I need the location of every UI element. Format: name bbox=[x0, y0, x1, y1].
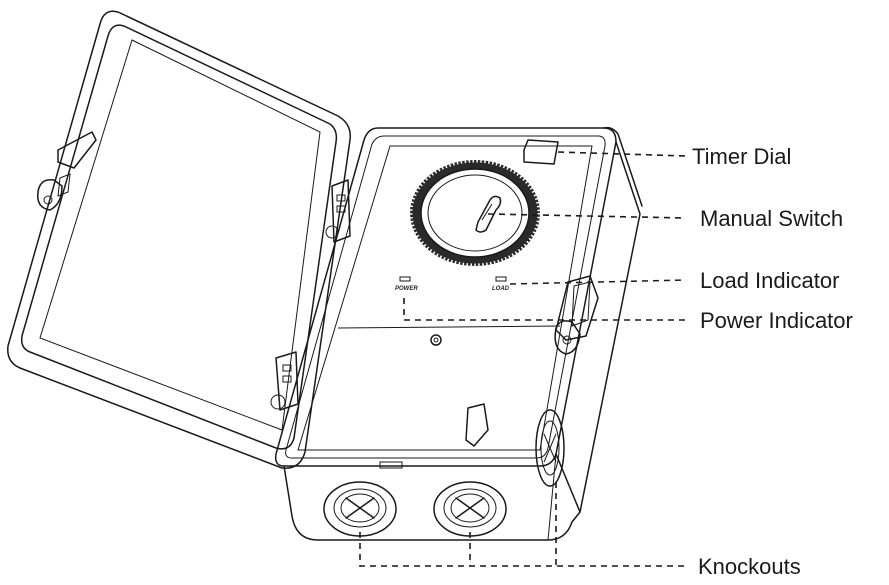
hinge-lower bbox=[270, 351, 299, 411]
load-mark: LOAD bbox=[492, 286, 510, 292]
lid-latch-lower bbox=[37, 179, 63, 211]
leader-lines bbox=[359, 151, 687, 567]
lid-latch-upper bbox=[57, 131, 97, 169]
leader-manual-switch bbox=[487, 213, 687, 219]
label-power-indicator: Power Indicator bbox=[700, 308, 853, 333]
side-mount-ear bbox=[554, 320, 581, 355]
label-manual-switch: Manual Switch bbox=[700, 206, 843, 231]
leader-timer-dial bbox=[557, 151, 687, 157]
manual-switch[interactable] bbox=[475, 195, 502, 233]
top-tab bbox=[523, 139, 559, 165]
panel-screw bbox=[430, 334, 442, 346]
load-indicator: LOAD bbox=[492, 276, 510, 292]
leader-load-indicator bbox=[509, 279, 687, 285]
knockout-center bbox=[433, 481, 507, 537]
lower-slot bbox=[465, 403, 489, 447]
knockout-left bbox=[323, 481, 397, 537]
label-load-indicator: Load Indicator bbox=[700, 268, 839, 293]
power-mark: POWER bbox=[395, 286, 418, 292]
knockout-side bbox=[535, 409, 565, 487]
timer-dial[interactable] bbox=[407, 157, 543, 269]
label-timer-dial: Timer Dial bbox=[692, 144, 791, 169]
power-indicator: POWER bbox=[395, 276, 418, 292]
leader-power-indicator bbox=[403, 298, 686, 321]
label-knockouts: Knockouts bbox=[698, 554, 801, 579]
enclosure-lid bbox=[7, 10, 351, 469]
leader-knockouts bbox=[359, 532, 686, 567]
